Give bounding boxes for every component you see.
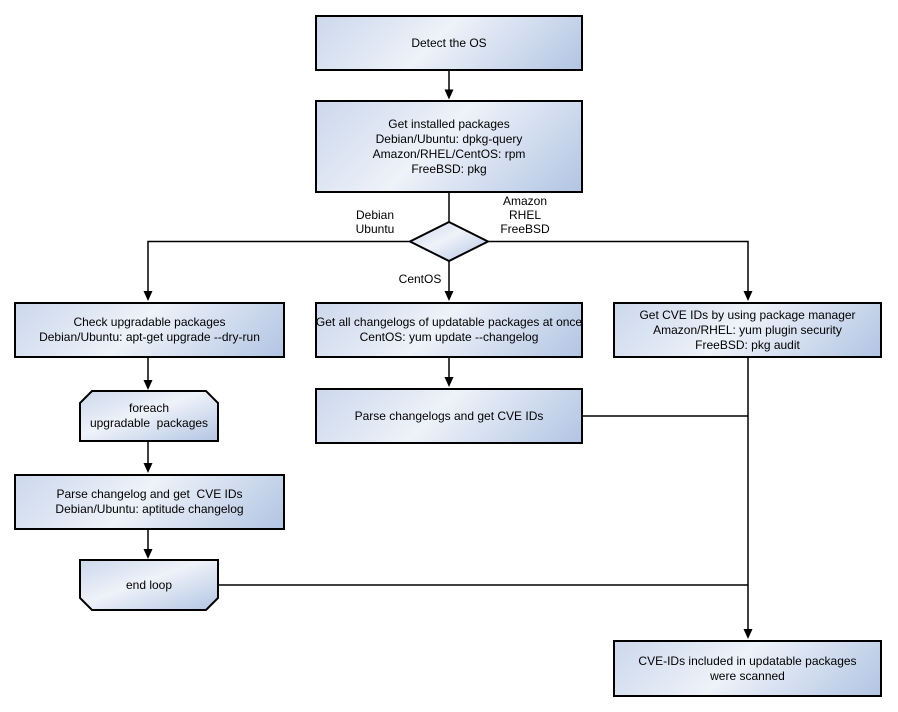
edge-label-debian-ubuntu: Debian Ubuntu xyxy=(355,208,395,236)
loop-end-shape xyxy=(79,559,219,611)
node-end-loop-label: end loop xyxy=(125,577,173,592)
node-get-installed-packages-label: Get installed packages Debian/Ubuntu: dp… xyxy=(372,116,526,176)
node-parse-changelog-debian-label: Parse changelog and get CVE IDs Debian/U… xyxy=(55,487,244,516)
edge-decision-to-pkg-manager xyxy=(488,240,749,291)
arrowhead-endloop xyxy=(143,549,153,559)
node-scan-result: CVE-IDs included in updatable packages w… xyxy=(613,640,882,697)
node-parse-changelog-debian: Parse changelog and get CVE IDs Debian/U… xyxy=(14,474,285,530)
arrowhead-changelogs xyxy=(444,291,454,301)
node-scan-result-label: CVE-IDs included in updatable packages w… xyxy=(638,653,857,683)
node-detect-os: Detect the OS xyxy=(315,15,583,71)
arrowhead-installed xyxy=(444,89,454,100)
node-get-cve-ids-pkg-manager-label: Get CVE IDs by using package manager Ama… xyxy=(639,307,856,352)
node-parse-changelogs-label: Parse changelogs and get CVE IDs xyxy=(354,408,544,423)
node-check-upgradable: Check upgradable packages Debian/Ubuntu:… xyxy=(14,302,285,358)
node-get-all-changelogs: Get all changelogs of updatable packages… xyxy=(315,302,583,358)
node-end-loop: end loop xyxy=(80,560,218,610)
node-get-installed-packages: Get installed packages Debian/Ubuntu: dp… xyxy=(315,100,583,193)
arrowhead-check-upgradable xyxy=(143,291,153,301)
node-get-cve-ids-pkg-manager: Get CVE IDs by using package manager Ama… xyxy=(613,302,882,358)
edge-label-centos: CentOS xyxy=(398,272,442,286)
arrowhead-foreach xyxy=(143,380,153,390)
arrowhead-result xyxy=(743,629,753,639)
node-check-upgradable-label: Check upgradable packages Debian/Ubuntu:… xyxy=(39,315,260,344)
loop-start-shape xyxy=(79,390,219,442)
node-foreach-loop-start-label: foreach upgradable packages xyxy=(89,401,209,430)
arrowhead-parse-changelogs xyxy=(444,377,454,387)
node-get-all-changelogs-label: Get all changelogs of updatable packages… xyxy=(315,315,583,344)
edge-label-amazon-rhel-freebsd: Amazon RHEL FreeBSD xyxy=(500,194,550,236)
node-parse-changelogs: Parse changelogs and get CVE IDs xyxy=(315,388,583,444)
node-foreach-loop-start: foreach upgradable packages xyxy=(80,391,218,441)
edge-decision-to-check-upgradable xyxy=(147,240,410,291)
os-decision-diamond xyxy=(407,220,491,263)
arrowhead-pkg-manager xyxy=(743,291,753,301)
arrowhead-parse-changelog xyxy=(143,463,153,473)
node-detect-os-label: Detect the OS xyxy=(411,35,487,50)
